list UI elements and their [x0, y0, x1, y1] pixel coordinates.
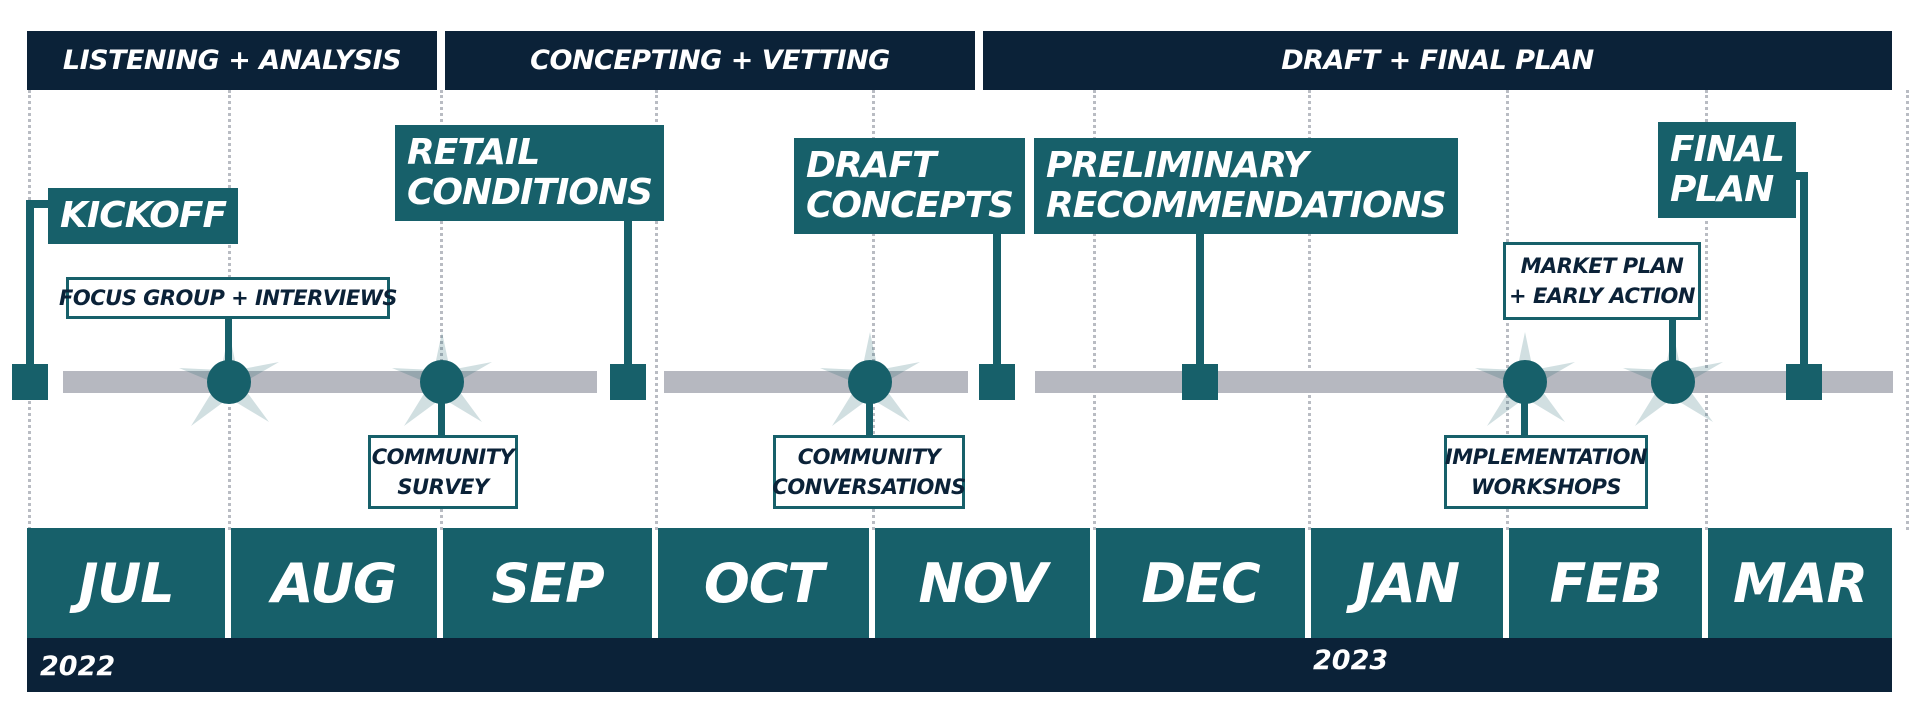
month-jan: JAN	[1311, 528, 1503, 638]
grid-line	[872, 90, 875, 530]
year-2023: 2023	[1313, 645, 1389, 676]
event-label: COMMUNITY	[797, 445, 941, 469]
event-stem-implementation-workshops	[1521, 394, 1528, 438]
milestone-preliminary-recommendations: PRELIMINARY RECOMMENDATIONS	[1034, 138, 1458, 234]
event-label: FOCUS GROUP + INTERVIEWS	[59, 286, 397, 310]
milestone-stem-draft	[993, 188, 1001, 370]
grid-line	[655, 90, 658, 530]
milestone-kickoff: KICKOFF	[48, 188, 239, 244]
month-nov: NOV	[875, 528, 1090, 638]
milestone-stem-kickoff	[26, 200, 50, 208]
event-community-conversations: COMMUNITY CONVERSATIONS	[772, 435, 966, 509]
milestone-label: KICKOFF	[60, 195, 227, 236]
grid-line	[440, 90, 443, 530]
milestone-final-plan: FINAL PLAN	[1658, 122, 1796, 218]
milestone-label: RETAIL	[407, 132, 540, 173]
event-stem-market-plan	[1669, 318, 1676, 366]
month-sep: SEP	[443, 528, 652, 638]
milestone-marker-kickoff	[12, 364, 48, 400]
timeline-track-draft	[1035, 371, 1893, 393]
grid-line	[1093, 90, 1096, 530]
event-label: WORKSHOPS	[1470, 475, 1622, 499]
event-dot-focus-group	[207, 360, 251, 404]
phase-listening-analysis: LISTENING + ANALYSIS	[27, 31, 437, 90]
milestone-marker-final	[1786, 364, 1822, 400]
month-oct: OCT	[658, 528, 869, 638]
milestone-label: FINAL	[1670, 129, 1785, 170]
event-label: SURVEY	[397, 475, 489, 499]
grid-line	[1705, 90, 1708, 530]
event-label: CONVERSATIONS	[772, 475, 966, 499]
month-aug: AUG	[231, 528, 437, 638]
milestone-marker-retail	[610, 364, 646, 400]
milestone-label: CONCEPTS	[806, 185, 1014, 226]
milestone-label: DRAFT	[806, 145, 937, 186]
milestone-stem-kickoff	[26, 200, 34, 370]
milestone-stem-prelim	[1196, 230, 1204, 370]
month-jul: JUL	[27, 528, 225, 638]
event-label: + EARLY ACTION	[1509, 284, 1695, 308]
milestone-label: PRELIMINARY	[1046, 145, 1309, 186]
event-dot-implementation-workshops	[1503, 360, 1547, 404]
grid-line	[1906, 90, 1909, 530]
milestone-stem-retail	[624, 176, 632, 370]
milestone-label: RECOMMENDATIONS	[1046, 185, 1447, 226]
month-mar: MAR	[1708, 528, 1892, 638]
event-community-survey: COMMUNITY SURVEY	[368, 435, 518, 509]
phase-draft-final-plan: DRAFT + FINAL PLAN	[983, 31, 1892, 90]
event-dot-community-conversations	[848, 360, 892, 404]
milestone-retail-conditions: RETAIL CONDITIONS	[395, 125, 665, 221]
year-2022: 2022	[40, 651, 116, 682]
event-market-plan-early-action: MARKET PLAN + EARLY ACTION	[1503, 242, 1701, 320]
event-stem-community-survey	[438, 394, 445, 438]
milestone-draft-concepts: DRAFT CONCEPTS	[794, 138, 1026, 234]
event-label: IMPLEMENTATION	[1444, 445, 1648, 469]
event-label: MARKET PLAN	[1520, 254, 1684, 278]
milestone-label: CONDITIONS	[407, 172, 653, 213]
month-dec: DEC	[1096, 528, 1305, 638]
event-stem-focus-group	[225, 316, 232, 366]
event-dot-community-survey	[420, 360, 464, 404]
month-feb: FEB	[1509, 528, 1702, 638]
milestone-marker-prelim	[1182, 364, 1218, 400]
event-label: COMMUNITY	[371, 445, 515, 469]
event-implementation-workshops: IMPLEMENTATION WORKSHOPS	[1444, 435, 1648, 509]
year-bar	[27, 638, 1892, 692]
timeline-track-listening	[63, 371, 597, 393]
phase-concepting-vetting: CONCEPTING + VETTING	[445, 31, 975, 90]
grid-line	[1308, 90, 1311, 530]
event-focus-group-interviews: FOCUS GROUP + INTERVIEWS	[59, 277, 397, 319]
milestone-stem-final	[1800, 172, 1808, 370]
event-stem-community-conversations	[866, 394, 873, 438]
milestone-marker-draft	[979, 364, 1015, 400]
event-dot-market-plan	[1651, 360, 1695, 404]
timeline-track-concepting	[664, 371, 968, 393]
milestone-label: PLAN	[1670, 169, 1774, 210]
